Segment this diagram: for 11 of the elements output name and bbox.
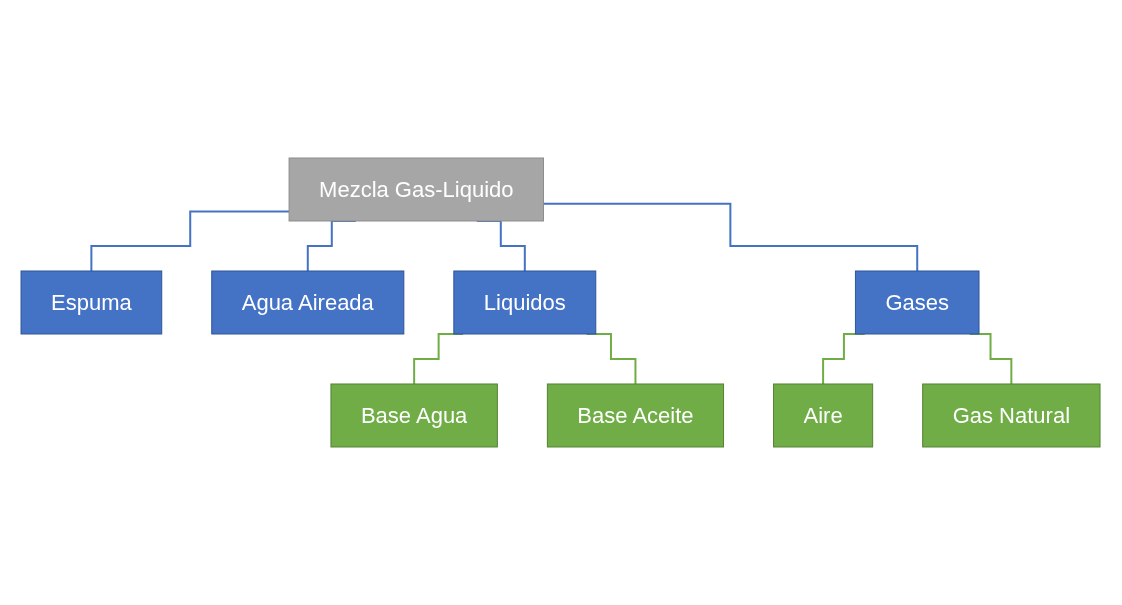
connector [90, 210, 291, 272]
node-box: Gas Natural [922, 383, 1101, 448]
node-box: Base Agua [330, 383, 499, 448]
connector [542, 202, 919, 272]
node-box: Gases [855, 270, 980, 335]
node-box: Base Aceite [547, 383, 725, 448]
node-box: Espuma [21, 270, 163, 335]
node-box: Liquidos [453, 270, 597, 335]
node-box: Aire [773, 383, 874, 448]
node-box: Mezcla Gas-Liquido [289, 157, 545, 222]
node-box: Agua Aireada [211, 270, 405, 335]
